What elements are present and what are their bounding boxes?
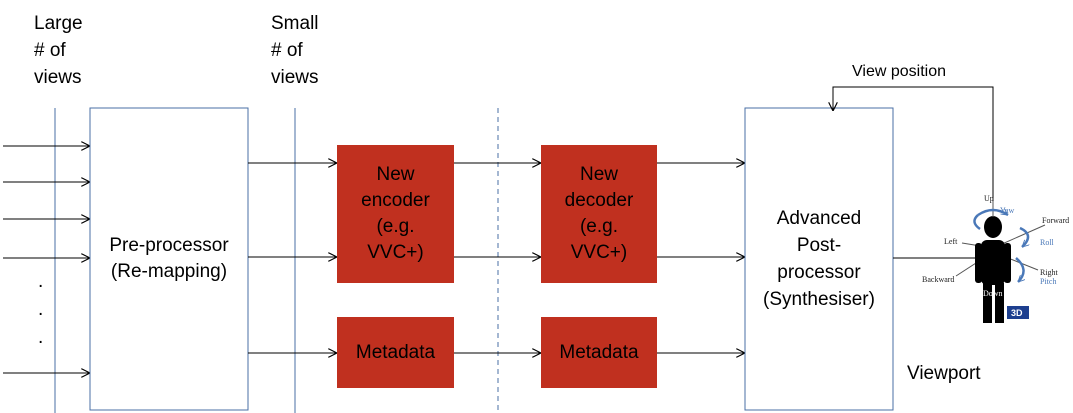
axis-pitch-label: Pitch [1040,277,1056,286]
input-arrows [3,146,90,373]
preprocessor-label: Pre-processor (Re-mapping) [109,235,229,282]
new-encoder-box [337,145,454,283]
axis-down-label: Down [983,289,1003,298]
postprocessor-label: Advanced Post- processor (Synthesiser) [763,208,875,310]
metadata-encoder-label: Metadata [355,341,436,363]
viewport-label: Viewport [907,363,981,384]
axis-forward-label: Forward [1042,216,1069,225]
3d-badge-label: 3D [1011,308,1023,318]
preprocessor-output-arrows [248,163,337,353]
metadata-encoder-box [337,317,454,388]
decoder-output-arrows [657,163,745,353]
axis-roll-label: Roll [1040,238,1055,247]
new-encoder-label: New encoder (e.g. VVC+) [361,164,430,263]
new-decoder-box [541,145,657,283]
axis-backward-label: Backward [922,275,954,284]
axis-left-label: Left [944,237,958,246]
axis-yaw-label: Yaw [1000,206,1015,215]
preprocessor-box [89,107,249,411]
viewer-figure [955,201,1046,323]
metadata-decoder-label: Metadata [559,341,639,363]
small-views-label: Small # of views [271,13,319,88]
ellipsis-dots: . . . [38,271,44,348]
view-position-label: View position [852,63,946,80]
metadata-decoder-box [541,317,657,388]
axis-right-label: Right [1040,268,1059,277]
large-views-label: Large # of views [34,13,83,88]
transmission-arrows [454,163,541,353]
view-position-feedback-arrow [833,86,994,238]
axis-up-label: Up [984,194,994,203]
3d-badge [1007,306,1029,319]
postprocessor-box [744,107,894,411]
new-decoder-label: New decoder (e.g. VVC+) [564,164,634,263]
